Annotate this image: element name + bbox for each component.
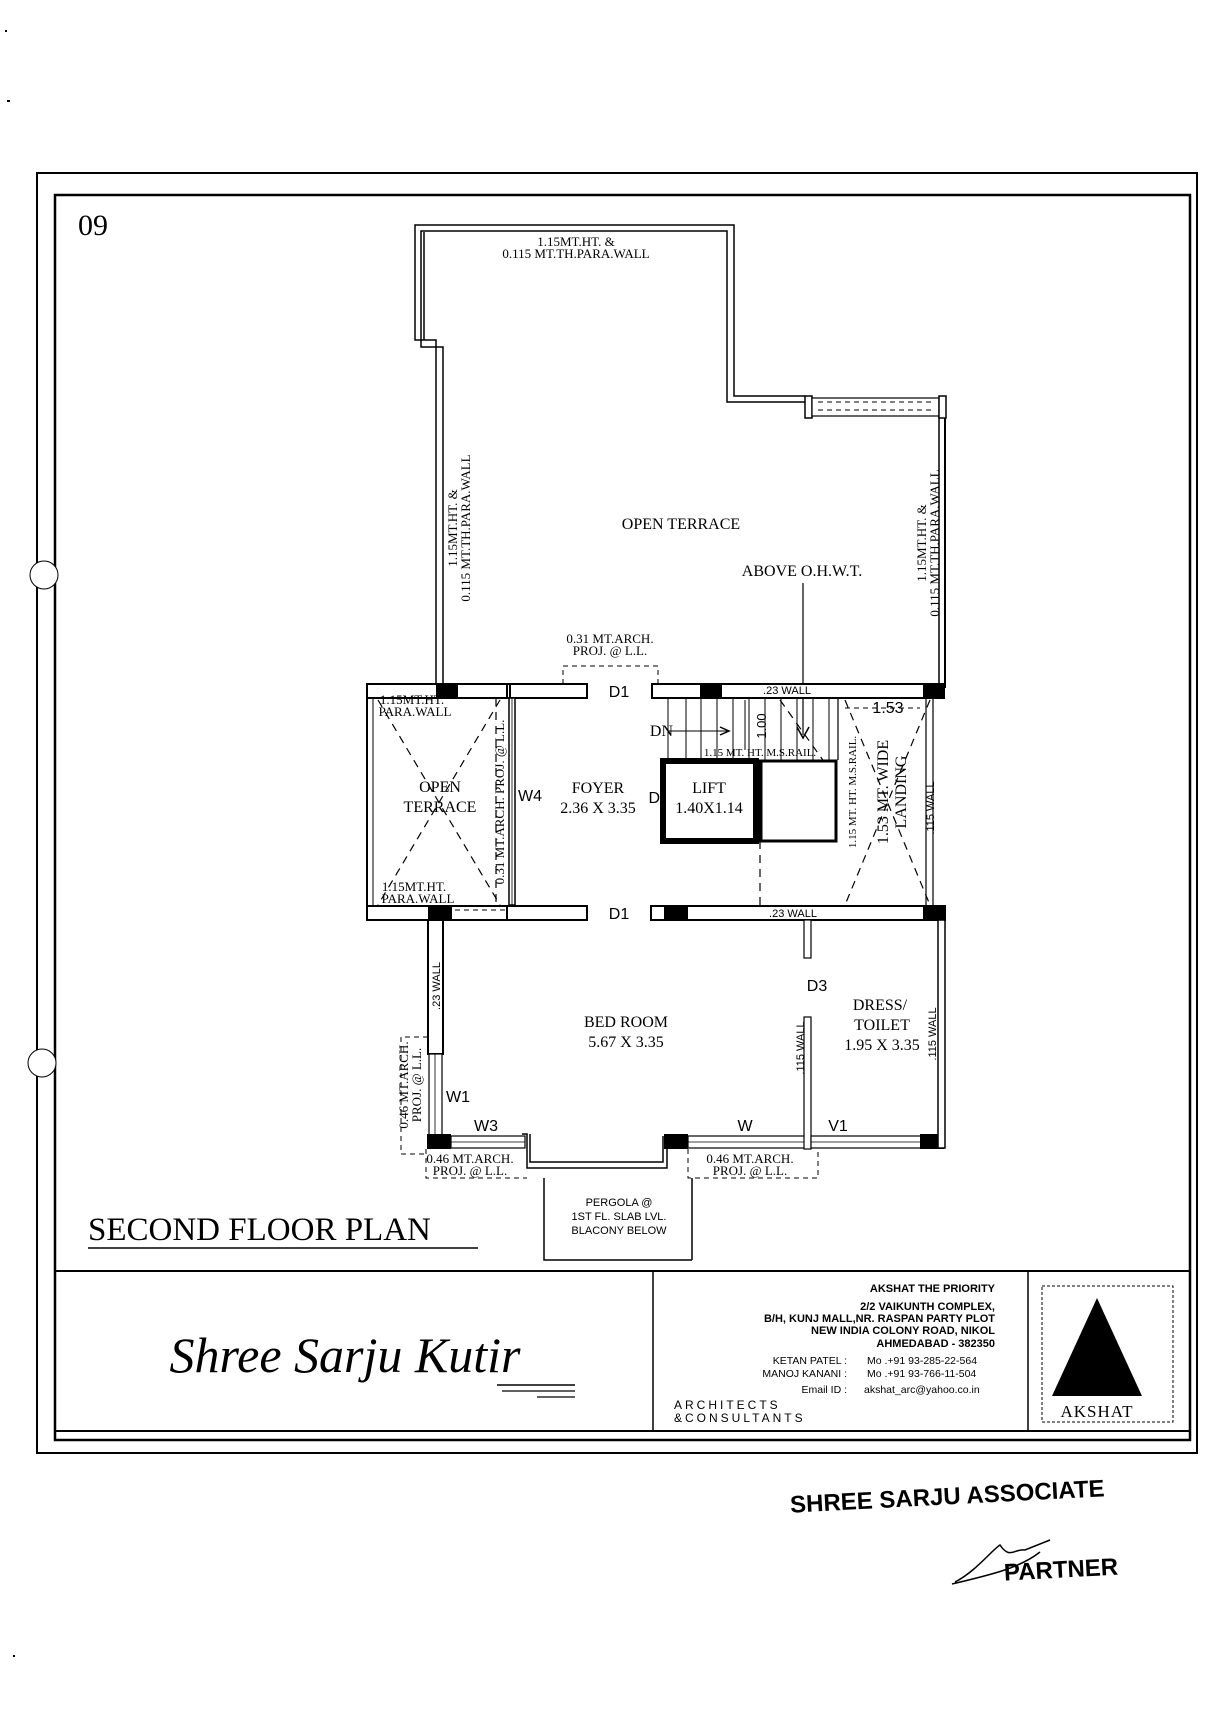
logo-text: AKSHAT [1060,1402,1133,1421]
stair-dn-label: DN [650,723,674,740]
email-label: Email ID : [801,1384,847,1396]
window-w1: W1 [446,1089,470,1106]
arch-046-left-line1: 0.46 MT.ARCH. [396,1041,411,1128]
para-wall-top-line2: PARA.WALL [379,704,452,719]
staircase [667,698,839,771]
bedroom-size: 5.67 X 3.35 [588,1034,664,1051]
left-parapet-note-line2: 0.115 MT.TH.PARA.WALL [458,454,473,601]
email-value[interactable]: akshat_arc@yahoo.co.in [864,1384,980,1396]
door-d1-top: D1 [609,684,630,701]
foyer-size: 2.36 X 3.35 [560,800,636,817]
plan-title: SECOND FLOOR PLAN [88,1212,431,1248]
sheet-number: 09 [78,209,108,242]
wall-23-mid-label: .23 WALL [769,908,817,920]
bedroom-walls [400,919,946,1179]
open-terrace-label: OPEN TERRACE [622,516,740,533]
above-ohwt-label: ABOVE O.H.W.T. [742,563,862,580]
pergola-note-line2: 1ST FL. SLAB LVL. [572,1211,667,1223]
dim-100-label: 1.00 [754,713,769,738]
door-d3: D3 [807,978,828,995]
para-wall-bottom-line2: PARA.WALL [382,891,455,906]
binding-hole-bottom [27,1048,57,1078]
stamp-role: PARTNER [1003,1554,1118,1587]
dress-toilet-label-line2: TOILET [854,1017,910,1034]
arch-proj-031-line1: 0.31 MT.ARCH. [566,631,653,646]
landing [844,698,934,908]
inner-border [53,193,1192,1442]
right-parapet-note-line2: 0.115 MT.TH.PARA.WALL [927,469,942,616]
address-line3: NEW INDIA COLONY ROAD, NIKOL [811,1325,995,1337]
lift-size: 1.40X1.14 [675,800,743,817]
ms-rail-vertical-note: 1.15 MT. HT. M.S.RAIL. [847,736,859,849]
arch-046-bottom-left-line1: 0.46 MT.ARCH. [426,1151,513,1166]
contact-value-1[interactable]: Mo .+91 93-285-22-564 [867,1355,977,1367]
dress-toilet-label-line1: DRESS/ [853,997,908,1014]
outer-border [36,172,1198,1454]
landing-label-line2: LANDING [893,755,910,828]
window-w: W [737,1118,753,1135]
dress-toilet-size: 1.95 X 3.35 [844,1037,920,1054]
top-parapet-note-line1: 1.15MT.HT. & [537,234,615,249]
arch-046-bottom-left-line2: PROJ. @ L.L. [433,1163,507,1178]
lift-shaft [660,758,838,908]
landing-label-line1: 1.53 MT. WIDE [875,740,892,844]
dim-153-label: 1.53 [872,700,903,717]
ms-rail-horizontal-note: 1.15 MT. HT. M.S.RAIL. [704,747,817,759]
window-w3: W3 [474,1118,498,1135]
wall-line-top [366,683,945,699]
wall-line-middle [366,905,946,921]
firm-name: AKSHAT THE PRIORITY [870,1283,996,1295]
left-parapet-note-line1: 1.15MT.HT. & [445,489,460,567]
arch-046-bottom-right-line2: PROJ. @ L.L. [713,1163,787,1178]
signature-icon [951,1539,1051,1585]
contact-value-2[interactable]: Mo .+91 93-766-11-504 [867,1368,976,1380]
akshat-logo: AKSHAT [1041,1285,1174,1423]
wall-115-toilet-left-label: .115 WALL [795,1021,807,1074]
pergola-note-line3: BLACONY BELOW [571,1225,667,1237]
right-parapet-note-line1: 1.15MT.HT. & [914,504,929,582]
arch-046-bottom-right-line1: 0.46 MT.ARCH. [706,1151,793,1166]
tagline-line1: ARCHITECTS [674,1398,781,1412]
stamp: SHREE SARJU ASSOCIATE PARTNER [789,1475,1118,1587]
top-parapet-note-line2: 0.115 MT.TH.PARA.WALL [502,246,649,261]
triangle-logo-icon [1052,1298,1142,1396]
door-d1-bottom: D1 [609,906,630,923]
wall-23-left-label: .23 WALL [431,962,443,1010]
para-wall-bottom-line1: 1.15MT.HT. [382,879,446,894]
side-terrace-label-line1: OPEN [419,779,461,796]
arch-proj-031-line2: PROJ. @ L.L. [573,643,647,658]
tagline-line2: &CONSULTANTS [674,1411,806,1425]
contact-name-2: MANOJ KANANI : [762,1368,847,1380]
address-line2: B/H, KUNJ MALL,NR. RASPAN PARTY PLOT [764,1313,995,1325]
project-name: Shree Sarju Kutir [170,1327,521,1383]
arch-proj-outline [562,665,659,684]
window-w4: W4 [518,788,542,805]
ventilator-v1: V1 [828,1118,848,1135]
address-line4: AHMEDABAD - 382350 [876,1338,995,1350]
pergola-note-line1: PERGOLA @ [586,1197,653,1209]
side-arch-proj-note: 0.31 MT.ARCH. PROJ. @ L.L. [492,720,507,885]
address-line1: 2/2 VAIKUNTH COMPLEX, [860,1301,995,1313]
wall-115-landing-label: .115 WALL [925,781,937,834]
binding-hole-top [29,560,59,590]
wall-23-top-label: .23 WALL [763,685,811,697]
side-terrace-label-line2: TERRACE [404,799,477,816]
lift-label: LIFT [692,780,726,797]
door-d-lift: D [648,790,660,807]
pergola-outline [543,1178,692,1261]
para-wall-top-line1: 1.15MT.HT. [380,692,444,707]
contact-name-1: KETAN PATEL : [773,1355,847,1367]
stamp-company: SHREE SARJU ASSOCIATE [789,1475,1105,1518]
open-terrace-parapet [414,224,947,688]
bedroom-label: BED ROOM [584,1014,668,1031]
arch-046-left-line2: PROJ. @ L.L. [409,1048,424,1122]
wall-115-toilet-right-label: .115 WALL [927,1007,939,1060]
foyer-label: FOYER [572,780,625,797]
